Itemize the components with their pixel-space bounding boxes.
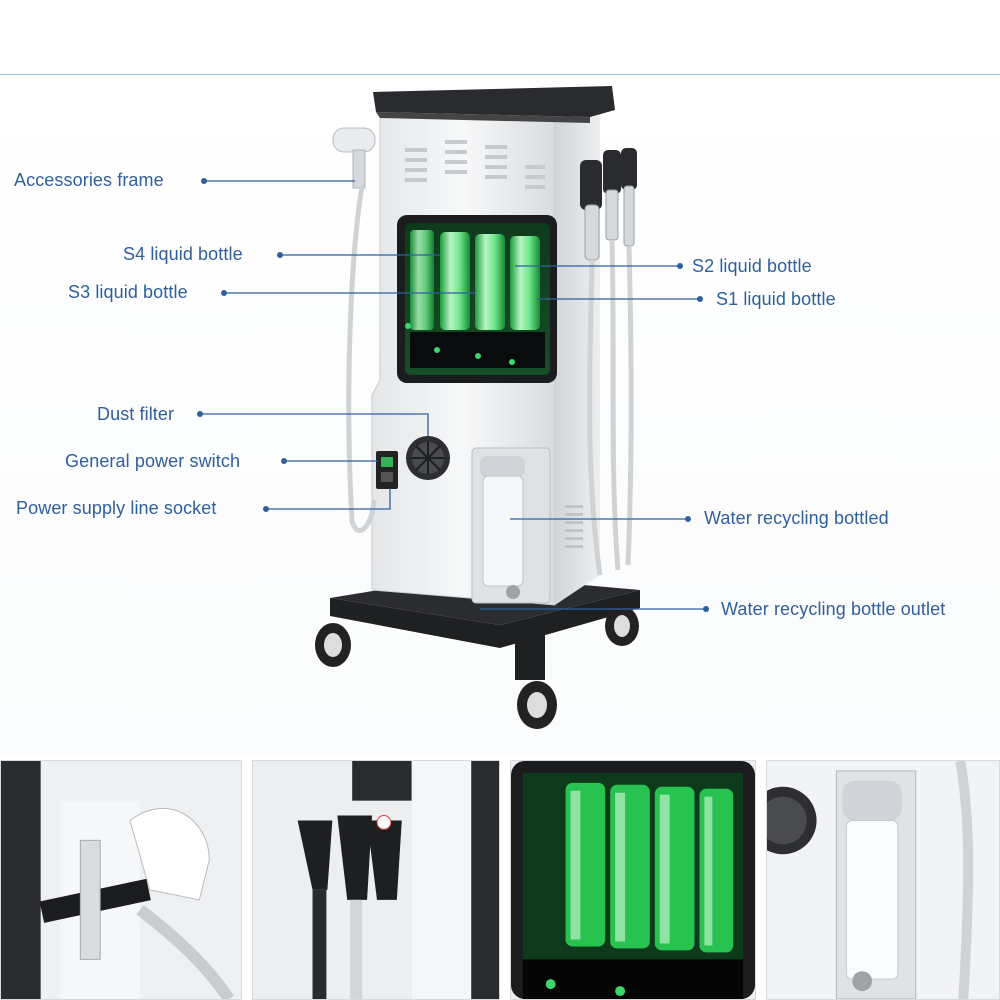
wheel-left [315, 623, 351, 667]
label-general-power-switch: General power switch [65, 451, 241, 471]
label-s4-liquid-bottle: S4 liquid bottle [123, 244, 243, 264]
label-s1-liquid-bottle: S1 liquid bottle [716, 289, 836, 309]
thumbnail-handpieces [0, 760, 242, 1000]
label-s2-liquid-bottle: S2 liquid bottle [692, 256, 812, 276]
wheel-front [517, 681, 557, 729]
liquid-bottle-window [397, 215, 557, 383]
machine-diagram [197, 86, 709, 729]
label-accessories-frame: Accessories frame [14, 170, 164, 190]
label-water-recycling-bottle-outlet: Water recycling bottle outlet [721, 599, 946, 619]
power-switch-panel [376, 451, 398, 489]
top-divider [0, 74, 1000, 75]
thumbnail-liquid-bottles [510, 760, 756, 1000]
left-handpiece-holder [332, 127, 377, 533]
top-vents [405, 140, 545, 189]
thumbnail-handpiece-holder [252, 760, 500, 1000]
thumbnail-recycling-bottle [766, 760, 1000, 1000]
top-lid [373, 86, 615, 117]
recycling-bottle-compartment [471, 447, 551, 604]
wheel-right [605, 606, 639, 646]
dust-filter-fan [406, 436, 450, 480]
side-vents [565, 505, 583, 548]
label-water-recycling-bottled: Water recycling bottled [704, 508, 889, 528]
label-s3-liquid-bottle: S3 liquid bottle [68, 282, 188, 302]
label-power-supply-line-socket: Power supply line socket [16, 498, 217, 518]
label-dust-filter: Dust filter [97, 404, 175, 424]
callout-leaders [197, 178, 709, 612]
